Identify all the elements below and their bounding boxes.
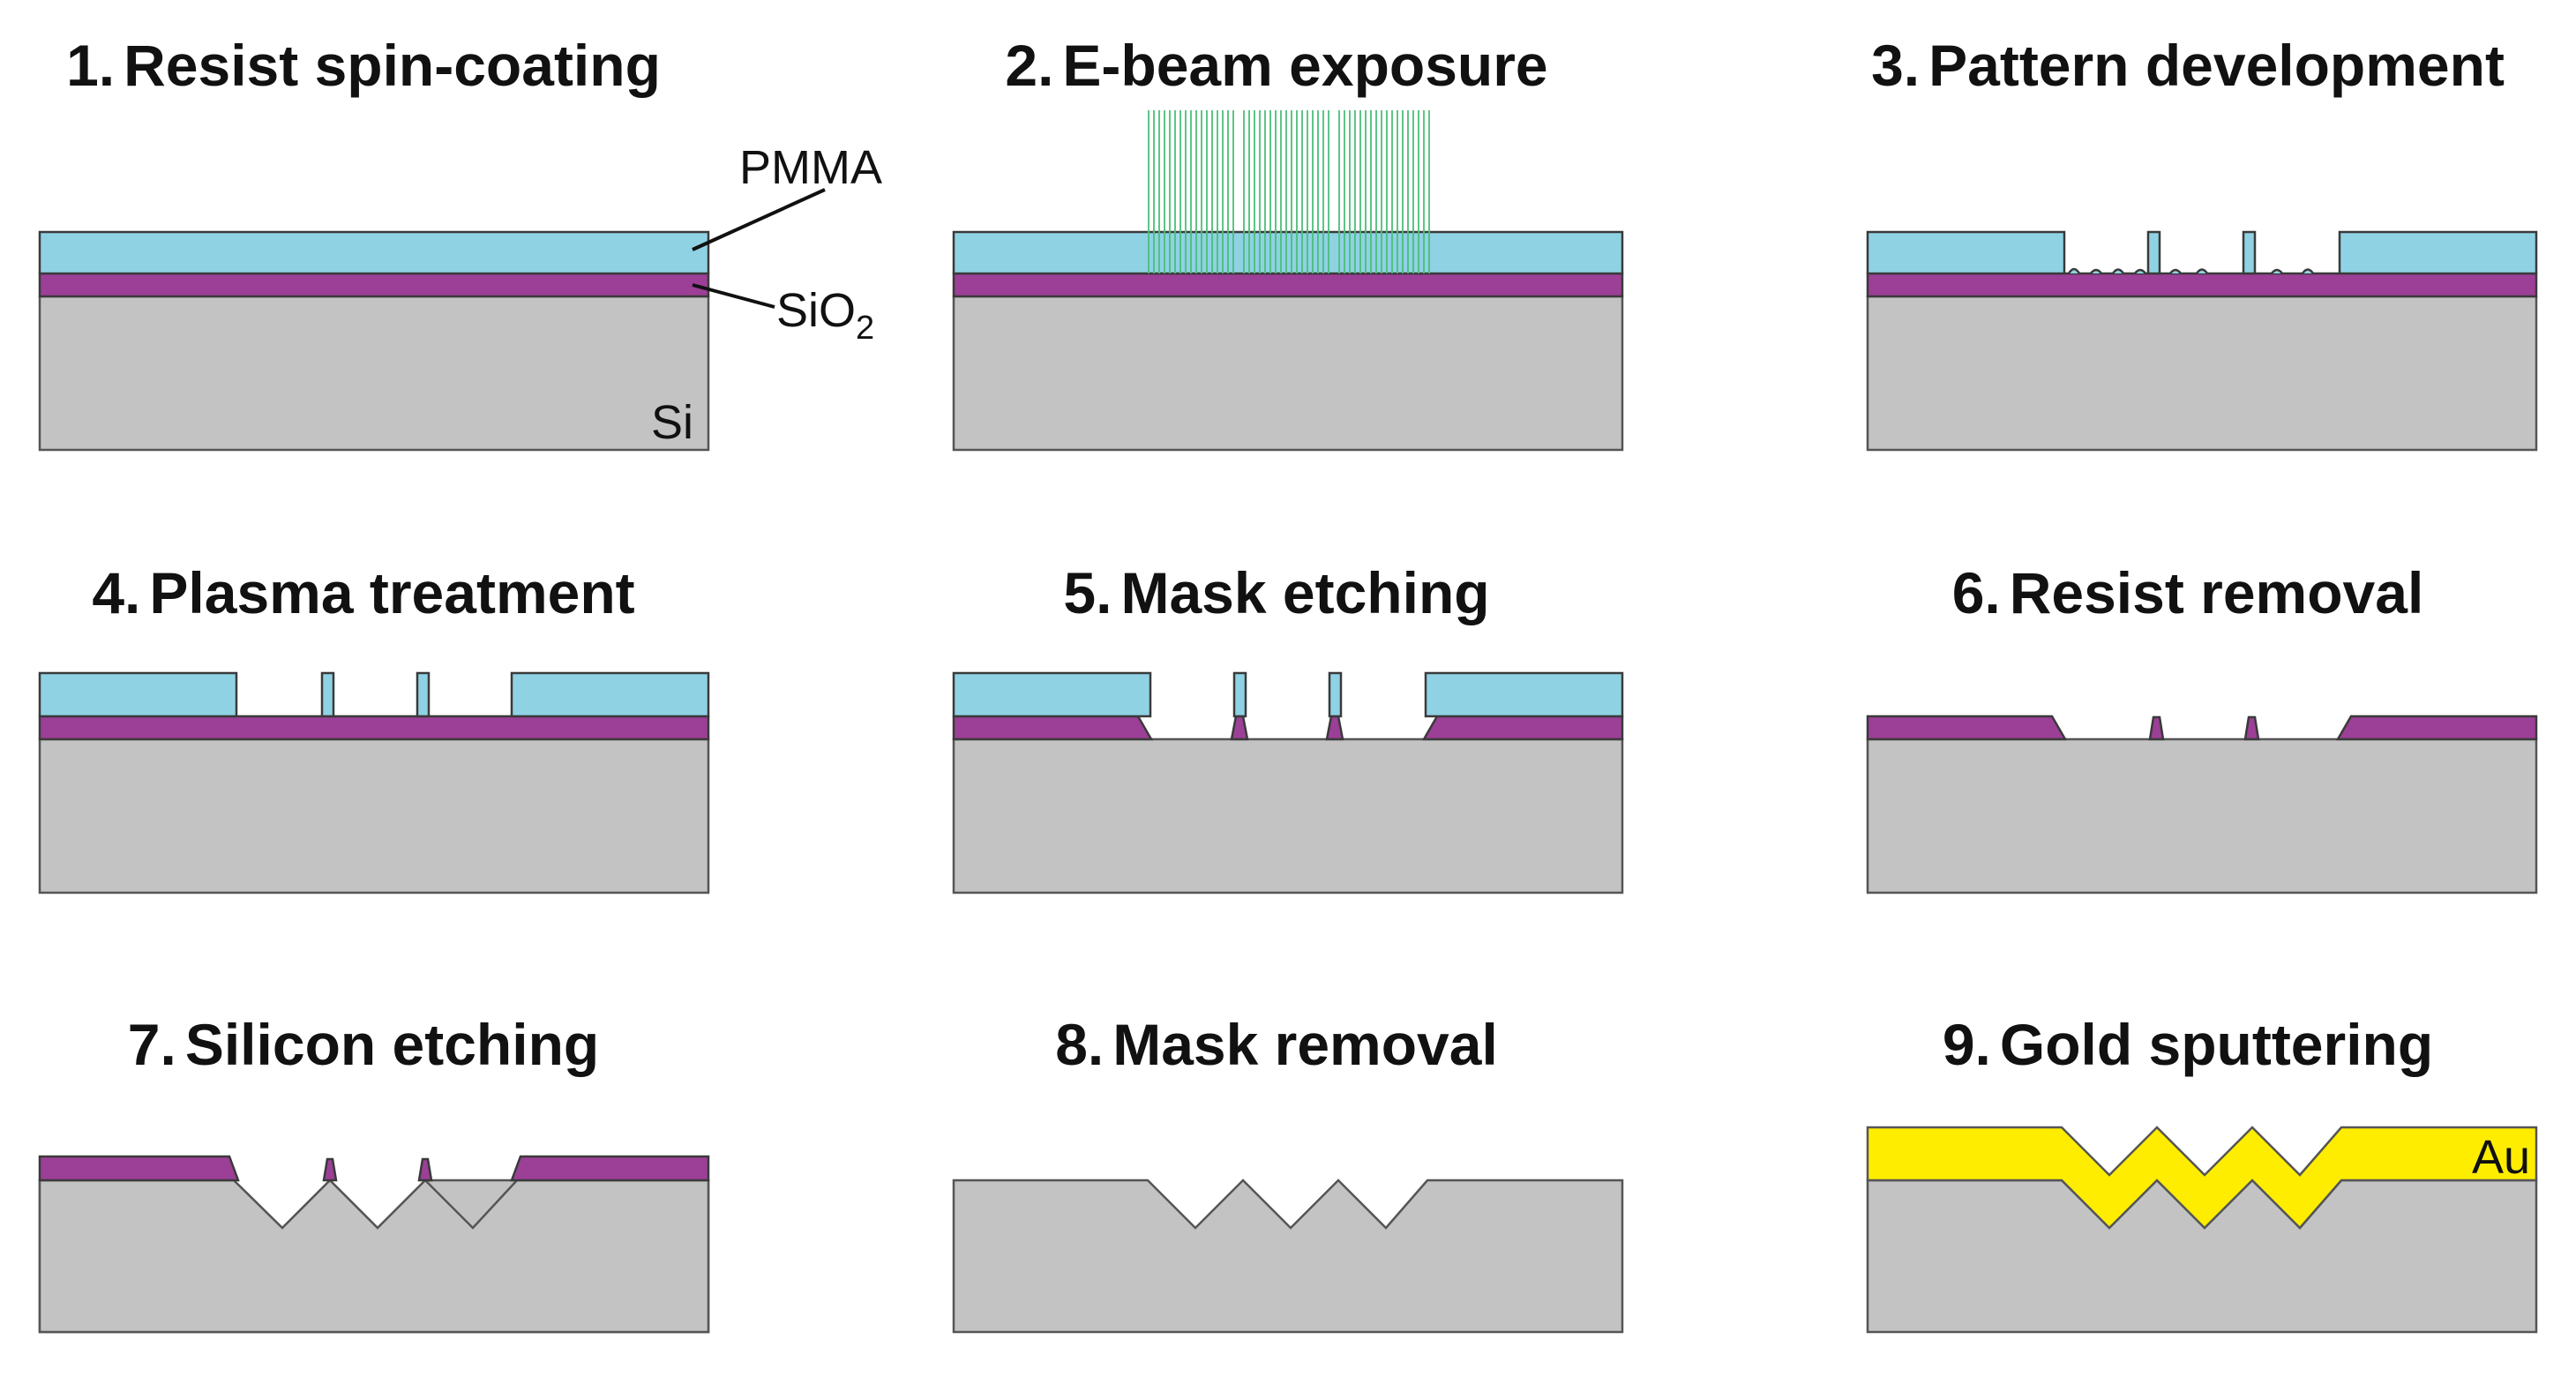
au-label: Au (2472, 1131, 2530, 1184)
panel-6-resist-removal (1866, 715, 2538, 894)
sio2-leader-line (692, 283, 775, 309)
silicon-substrate (952, 295, 1624, 452)
electron-beam-lines (1148, 110, 1430, 273)
sio2-tip (2243, 715, 2260, 741)
pmma-block-left (38, 671, 238, 718)
panel-9-gold-sputtering: Au (1866, 1126, 2538, 1334)
pmma-layer (952, 230, 1624, 275)
step-7-title: 7.Silicon etching (128, 1012, 599, 1077)
pmma-block-right (1424, 671, 1624, 718)
resist-residue (2067, 267, 2315, 274)
sio2-label: SiO2 (776, 284, 874, 347)
pmma-label: PMMA (739, 141, 882, 194)
si-label: Si (651, 396, 693, 449)
pmma-pillar (416, 671, 431, 718)
pmma-pillar (1232, 671, 1247, 718)
step-9-title: 9.Gold sputtering (1943, 1012, 2433, 1077)
pmma-block-right (2338, 230, 2538, 275)
step-6-title: 6.Resist removal (1952, 560, 2424, 625)
step-2-title: 2.E-beam exposure (1005, 33, 1547, 98)
silicon-substrate (952, 737, 1624, 894)
gold-layer (1866, 1126, 2538, 1230)
panel-3-pattern-development (1866, 230, 2538, 452)
panel-4-plasma-treatment (38, 671, 710, 894)
pmma-block-left (1866, 230, 2066, 275)
pmma-pillar (320, 671, 335, 718)
sio2-tip (1230, 715, 1249, 741)
panel-7-silicon-etching (38, 1155, 710, 1334)
sio2-tip (2148, 715, 2165, 741)
pmma-leader-line (692, 188, 826, 251)
pmma-pillar (2146, 230, 2161, 275)
step-3-title: 3.Pattern development (1871, 33, 2505, 98)
sio2-tip (322, 1157, 338, 1182)
silicon-substrate (38, 295, 710, 452)
sio2-mask-left (38, 1155, 240, 1182)
pmma-pillar (1328, 671, 1343, 718)
sio2-layer (38, 272, 710, 298)
pmma-pillar (2242, 230, 2257, 275)
panel-5-mask-etching (952, 671, 1624, 894)
sio2-layer (38, 715, 710, 741)
panel-2-ebeam-exposure (952, 110, 1624, 452)
silicon-v-grooves (952, 1179, 1624, 1334)
silicon-substrate (1866, 295, 2538, 452)
sio2-tip (1325, 715, 1344, 741)
step-8-title: 8.Mask removal (1055, 1012, 1498, 1077)
step-4-title: 4.Plasma treatment (92, 560, 634, 625)
sio2-layer (1866, 272, 2538, 298)
sio2-mask-left (952, 715, 1154, 741)
silicon-substrate (38, 737, 710, 894)
pmma-layer (38, 230, 710, 275)
panel-8-mask-removal (952, 1179, 1624, 1334)
step-1-title: 1.Resist spin-coating (66, 33, 661, 98)
pmma-block-left (952, 671, 1152, 718)
sio2-mask-right (510, 1155, 710, 1182)
step-5-title: 5.Mask etching (1063, 560, 1489, 625)
silicon-v-grooves (38, 1179, 710, 1334)
sio2-tip (417, 1157, 433, 1182)
sio2-mask-right (1421, 715, 1624, 741)
sio2-mask-right (2335, 715, 2538, 741)
sio2-layer (952, 272, 1624, 298)
sio2-mask-left (1866, 715, 2068, 741)
silicon-substrate (1866, 737, 2538, 894)
panel-1-resist-spin-coating: PMMA SiO2 Si (38, 141, 882, 452)
pmma-block-right (510, 671, 710, 718)
